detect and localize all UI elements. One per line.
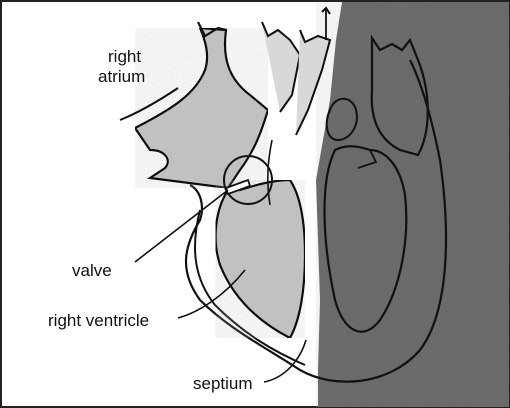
label-valve: valve [72, 261, 112, 280]
label-right-atrium-line1: right [108, 47, 141, 66]
label-right-ventricle: right ventricle [48, 311, 149, 330]
label-right-atrium-line2: atrium [98, 67, 145, 86]
label-septium: septium [193, 374, 253, 393]
